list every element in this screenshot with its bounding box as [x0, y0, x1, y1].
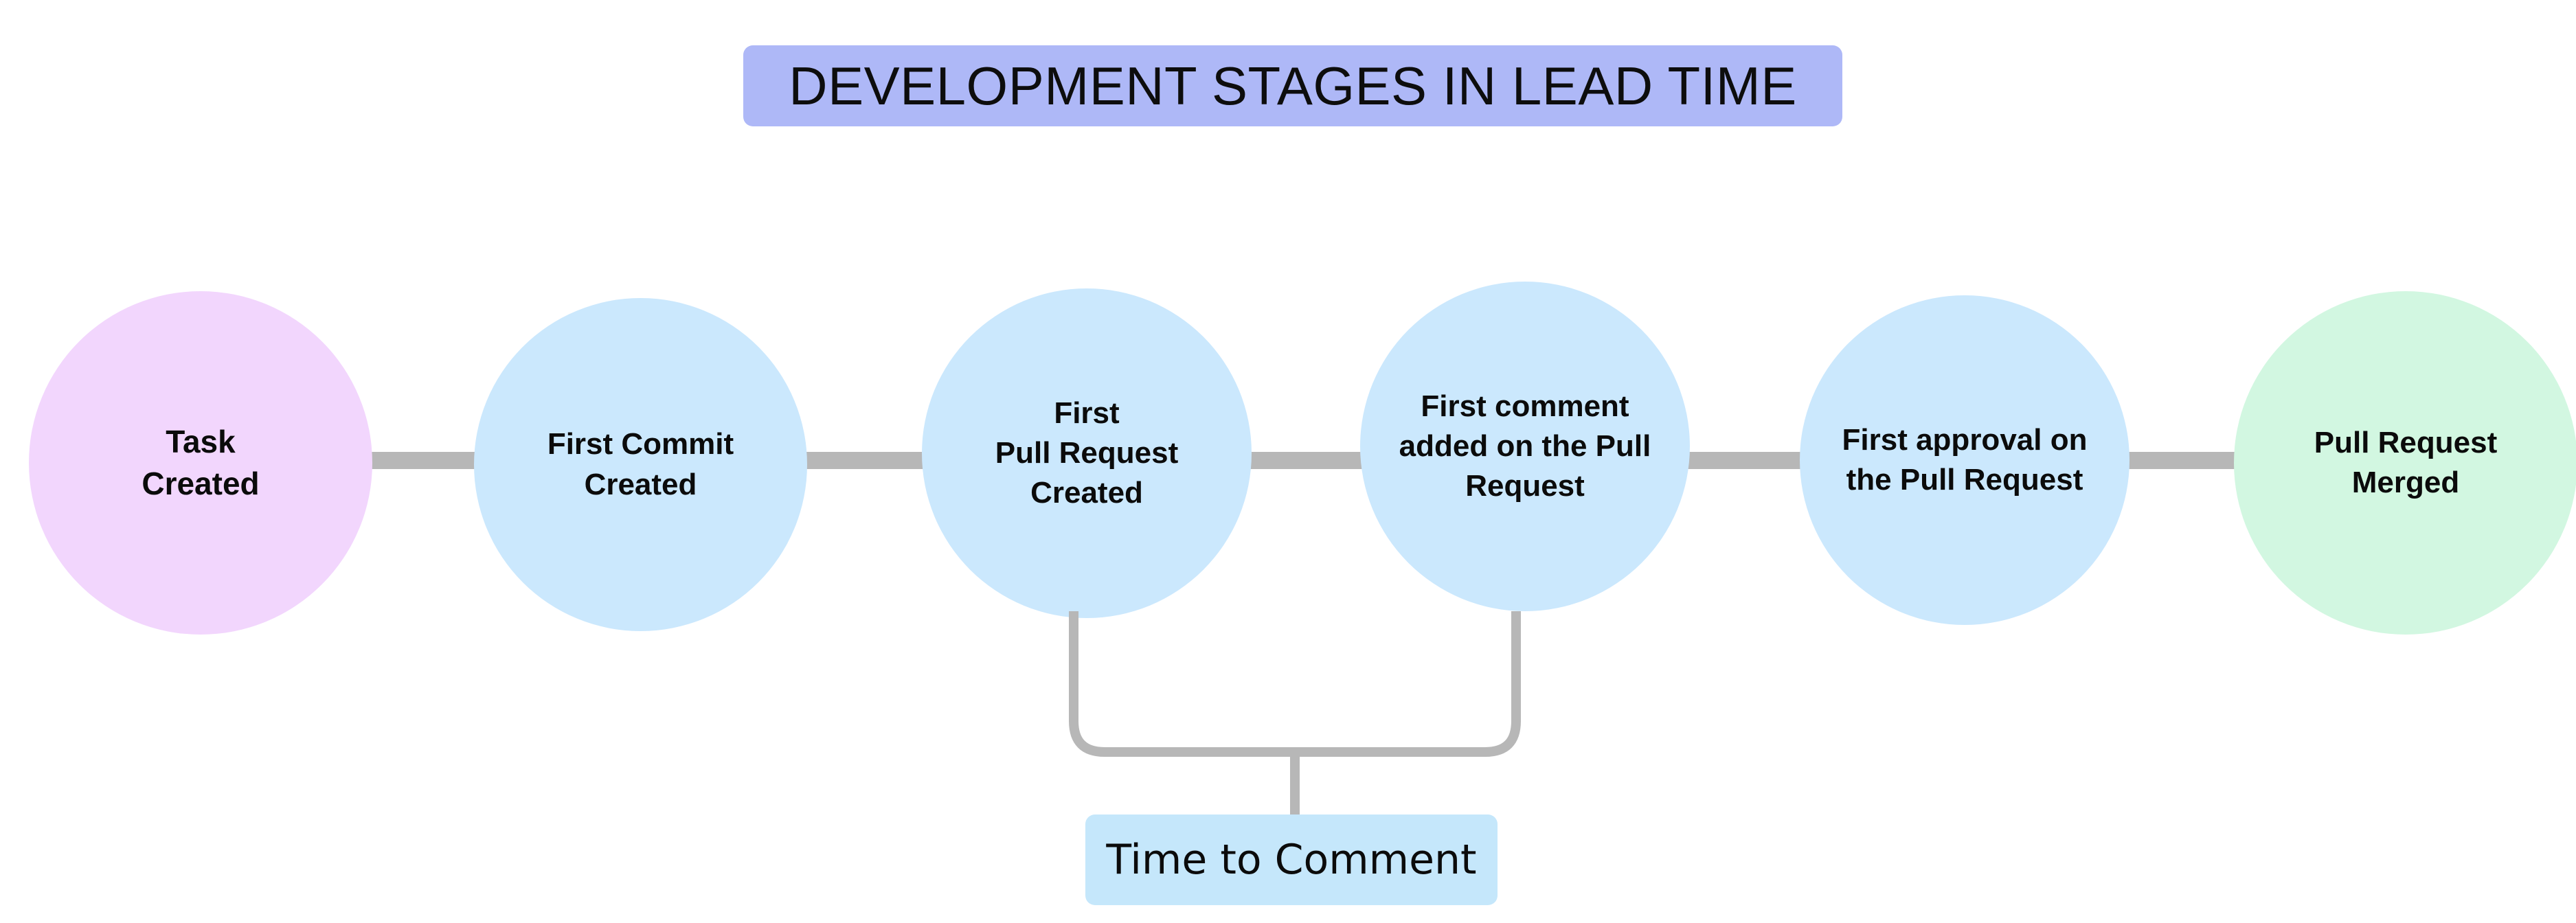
connector-line-4	[1682, 452, 1808, 469]
connector-line-2	[800, 452, 930, 469]
stage-label: First Pull Request Created	[995, 396, 1179, 510]
page-title: DEVELOPMENT STAGES IN LEAD TIME	[789, 56, 1797, 116]
connector-line-5	[2121, 452, 2242, 469]
stage-node-task-created[interactable]: Task Created	[29, 291, 372, 635]
stage-label: First approval on the Pull Request	[1842, 422, 2088, 497]
connector-line-3	[1243, 452, 1368, 469]
stage-label: First comment added on the Pull Request	[1399, 389, 1651, 503]
stage-node-first-comment-on-pr[interactable]: First comment added on the Pull Request	[1360, 282, 1690, 611]
stage-node-first-approval-on-pr[interactable]: First approval on the Pull Request	[1800, 295, 2129, 625]
stage-label: First Commit Created	[547, 427, 734, 501]
annotation-bracket	[1069, 611, 1521, 816]
stage-node-first-commit-created[interactable]: First Commit Created	[474, 298, 807, 631]
bracket-path	[1069, 611, 1521, 757]
stage-label: Task Created	[142, 424, 260, 501]
connector-line-1	[365, 452, 481, 469]
annotation-time-to-comment[interactable]: Time to Comment	[1085, 814, 1498, 905]
stage-node-pr-merged[interactable]: Pull Request Merged	[2234, 291, 2576, 635]
stage-node-first-pr-created[interactable]: First Pull Request Created	[922, 288, 1252, 618]
annotation-label: Time to Comment	[1106, 836, 1477, 884]
diagram-title-banner: DEVELOPMENT STAGES IN LEAD TIME	[743, 45, 1842, 126]
stage-label: Pull Request Merged	[2314, 425, 2498, 499]
